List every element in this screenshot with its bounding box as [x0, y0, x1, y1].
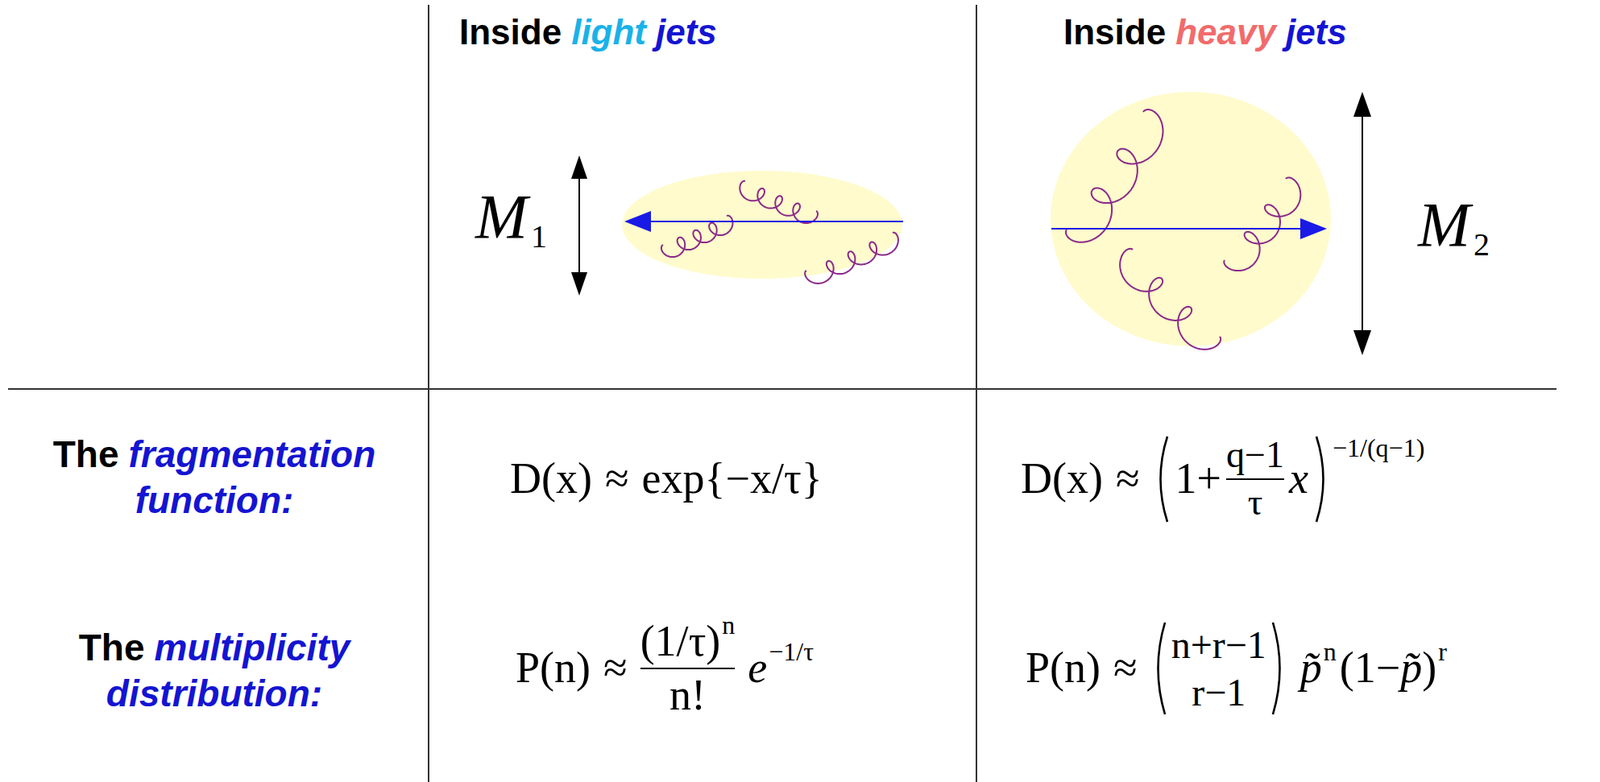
formula-part: n+r−1 [1171, 622, 1267, 668]
formula-part: D(x) [509, 455, 593, 503]
superscript: n [1323, 638, 1337, 667]
superscript: n [721, 611, 735, 640]
jet-axis [644, 220, 904, 223]
mass-arrow [1361, 109, 1364, 338]
row-label-word: The [53, 433, 120, 476]
header-word: heavy [1175, 11, 1277, 54]
formula-part: 1+ [1175, 455, 1222, 503]
parenthesis-stroke [1272, 622, 1281, 715]
formula-part: exp{−x/τ} [642, 455, 823, 503]
power: 1+q−1 τx −1/(q−1) [1152, 434, 1426, 525]
big-parenthesis [1269, 620, 1288, 718]
mass-subscript: 1 [530, 218, 548, 255]
formula-part: (1/τ) [640, 617, 722, 666]
power: (1/τ)n [640, 617, 736, 666]
row-label: Thefragmentation function: [12, 431, 416, 524]
mass-symbol: M [1417, 189, 1471, 260]
mass-symbol: M [475, 181, 528, 252]
mass-arrow [578, 173, 581, 278]
mass-label: M1 [475, 185, 548, 253]
formula-group: p̃n(1−p̃)r [1300, 644, 1447, 693]
gluon-coil [804, 232, 899, 284]
grid-line [427, 4, 430, 782]
grid-line [975, 4, 978, 782]
row-label-word: fragmentation function: [128, 433, 377, 522]
fraction: q−1 τ [1226, 435, 1285, 523]
gluon-coil [1119, 248, 1221, 350]
binomial: n+r−1r−1 [1150, 620, 1288, 718]
power: )r [1421, 644, 1447, 693]
denominator: n! [669, 671, 706, 720]
formula-part: q−1 [1226, 435, 1285, 477]
arrowhead [571, 272, 588, 296]
parenthesis-stroke [1316, 436, 1324, 523]
formula-part: ≈ [605, 455, 630, 503]
fraction: (1/τ)n n! [640, 617, 736, 721]
fraction-bar [640, 667, 736, 670]
formula-part: x [1289, 455, 1309, 503]
header-word: jets [655, 11, 718, 54]
big-parenthesis [1150, 620, 1169, 718]
column-header: Insidelightjets [459, 11, 718, 54]
formula-part: e [747, 644, 767, 693]
formula: D(x)≈exp{−x/τ} [509, 455, 823, 503]
superscript: −1/(q−1) [1332, 434, 1425, 463]
formula-part: n! [669, 671, 706, 720]
jet-axis [1051, 227, 1306, 230]
formula-part: ) [1421, 644, 1437, 693]
formula-part: (1− [1339, 644, 1401, 693]
numerator: (1/τ)n [640, 617, 736, 666]
big-parenthesis [1152, 434, 1171, 525]
big-parenthesis [1313, 434, 1331, 525]
formula: P(n)≈n+r−1r−1p̃n(1−p̃)r [1025, 620, 1447, 718]
formula-part: τ [1247, 482, 1264, 524]
row-label: Themultiplicity distribution: [12, 625, 416, 718]
header-word: Inside [1063, 11, 1166, 54]
denominator: τ [1247, 482, 1264, 524]
formula-part: P(n) [1025, 644, 1101, 693]
arrowhead [1300, 218, 1327, 240]
formula-part: p̃ [1400, 644, 1422, 693]
parenthesis-stroke [1160, 436, 1168, 523]
mass-subscript: 2 [1473, 226, 1490, 263]
arrowhead [624, 211, 651, 233]
gluon-coil [1223, 178, 1301, 272]
formula-part: p̃ [1300, 644, 1323, 693]
parenthesis-stroke [1157, 622, 1165, 715]
fraction-bar [1226, 478, 1285, 481]
column-header: Insideheavyjets [1063, 11, 1348, 54]
header-word: light [571, 11, 647, 54]
formula-part: r−1 [1191, 670, 1246, 715]
arrowhead [1353, 91, 1372, 117]
formula-part: ≈ [603, 644, 628, 693]
power: e−1/τ [747, 644, 814, 693]
formula: P(n)≈(1/τ)n n! e−1/τ [515, 617, 814, 721]
arrowhead [1353, 330, 1372, 356]
formula-part: ≈ [1113, 644, 1138, 693]
formula-part: P(n) [515, 644, 591, 693]
header-word: Inside [459, 11, 562, 54]
light-jet-shape [621, 170, 903, 279]
binomial-stack: n+r−1r−1 [1171, 622, 1267, 715]
mass-label: M2 [1417, 193, 1490, 262]
superscript: r [1438, 638, 1447, 667]
formula-part: ≈ [1115, 455, 1140, 503]
arrowhead [571, 155, 588, 179]
header-word: jets [1285, 11, 1348, 54]
formula: D(x)≈1+q−1 τx −1/(q−1) [1020, 434, 1425, 525]
row-label-word: The [78, 626, 146, 669]
gluon-coil [1065, 109, 1164, 243]
power: p̃n [1300, 644, 1337, 693]
numerator: q−1 [1226, 435, 1285, 477]
grid-line [8, 388, 1557, 390]
formula-part: D(x) [1020, 455, 1103, 503]
gluon-coil [739, 181, 818, 224]
superscript: −1/τ [768, 638, 814, 667]
formula-group: 1+q−1 τx [1152, 434, 1331, 525]
